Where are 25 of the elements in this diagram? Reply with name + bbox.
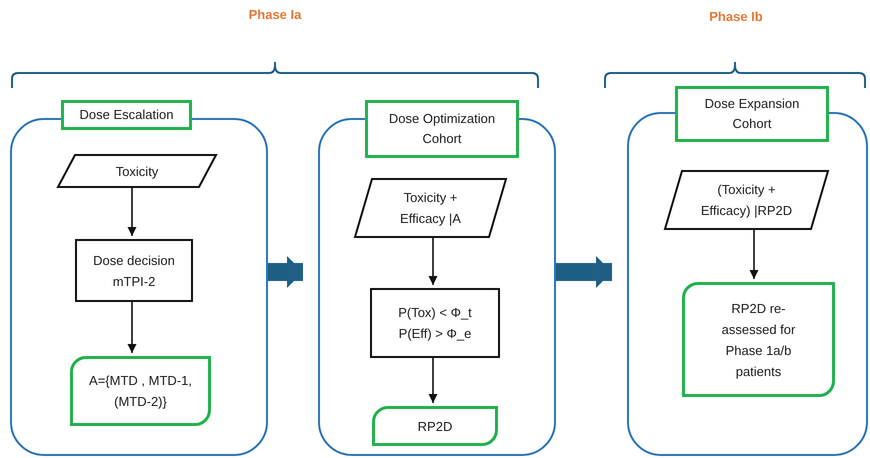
node-text: RP2D <box>418 418 452 436</box>
node-text: Toxicity <box>116 162 158 181</box>
result-box <box>372 406 498 446</box>
node-text: Dose decision mTPI-2 <box>92 252 176 290</box>
phase-label: Phase Ib <box>708 9 764 24</box>
node-text: RP2D re- assessed for Phase 1a/b patients <box>720 300 796 381</box>
process-box <box>75 239 193 302</box>
node-text: A={MTD , MTD-1, (MTD-2)} <box>88 372 193 411</box>
arrow <box>428 356 438 403</box>
node-text: Toxicity + Efficacy |A <box>399 189 462 228</box>
block-arrow <box>268 256 303 288</box>
process-box <box>370 288 500 358</box>
result-box <box>682 282 835 397</box>
arrow <box>128 300 136 353</box>
section-heading: Dose Optimization Cohort <box>365 100 519 158</box>
arrow <box>428 236 438 285</box>
arrow <box>750 228 758 279</box>
result-box <box>70 356 211 426</box>
section-heading: Dose Escalation <box>61 100 192 130</box>
block-arrow <box>556 256 612 288</box>
phase-label: Phase Ia <box>248 7 302 22</box>
node-text: P(Tox) < Φ_t P(Eff) > Φ_e <box>397 304 473 343</box>
section-heading: Dose Expansion Cohort <box>675 86 829 142</box>
node-text: (Toxicity + Efficacy) |RP2D <box>700 181 794 220</box>
arrow <box>128 186 136 236</box>
